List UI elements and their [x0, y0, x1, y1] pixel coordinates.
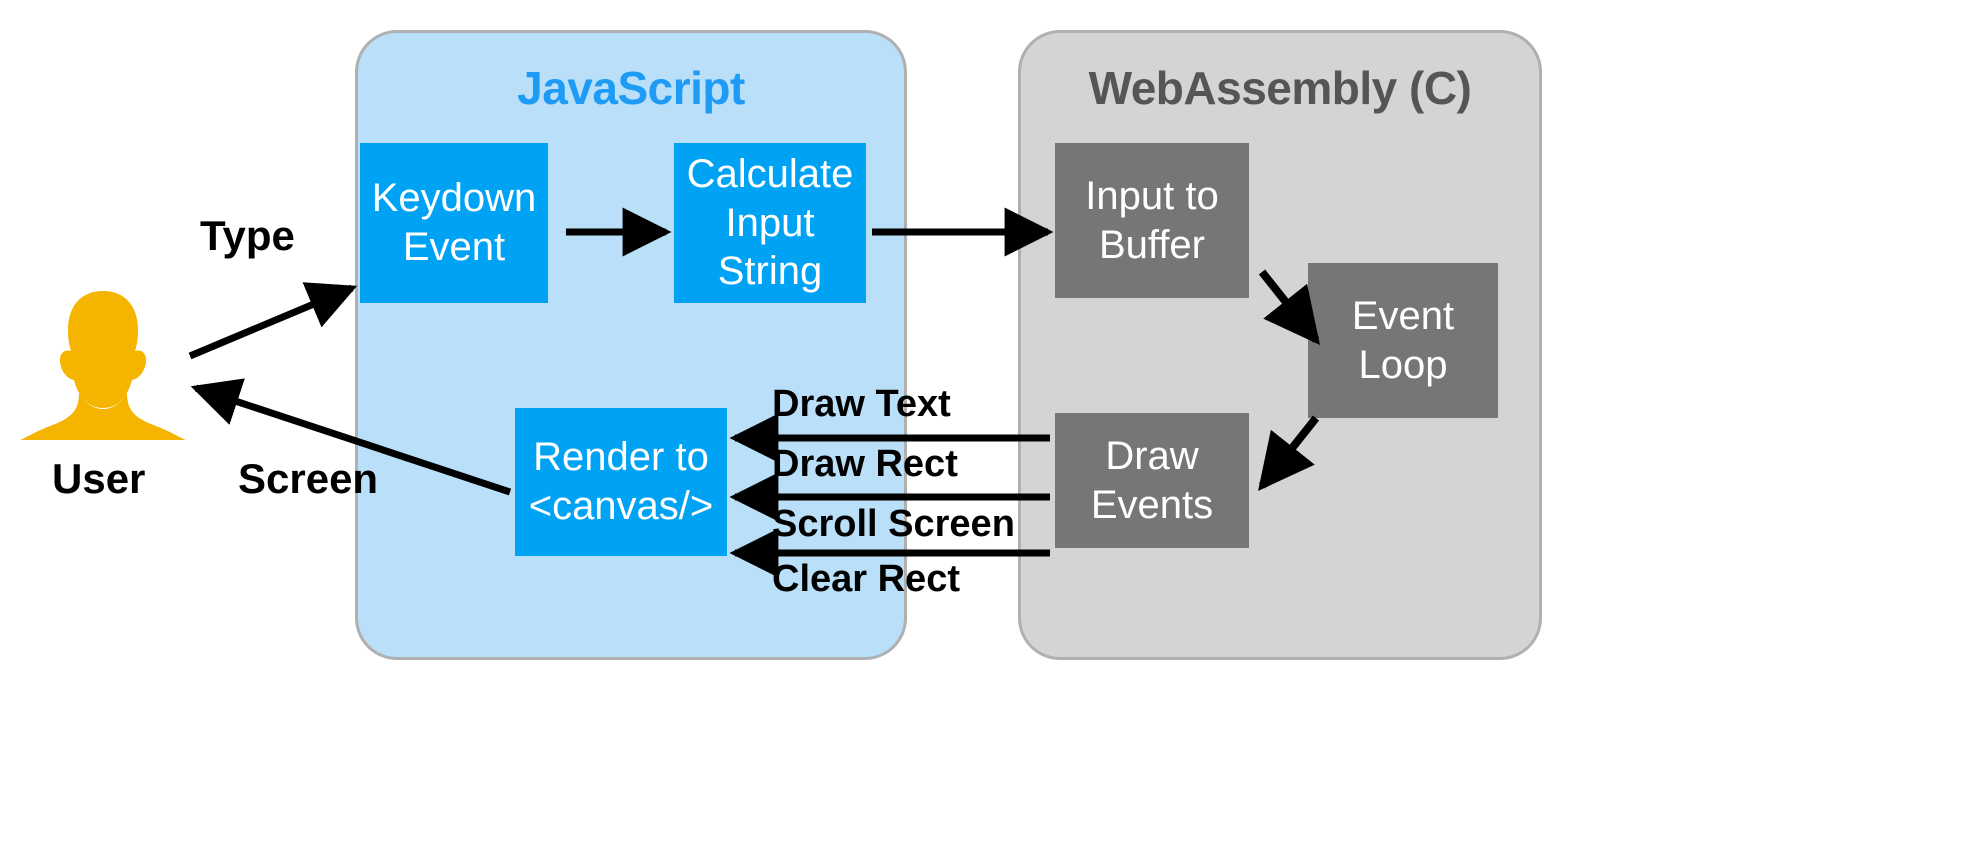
panel-webassembly-title: WebAssembly (C): [1088, 62, 1472, 114]
node-calculate-line3: String: [717, 249, 823, 294]
panel-javascript-title: JavaScript: [517, 62, 745, 114]
edge-user-to-keydown: [188, 282, 358, 360]
node-event-loop[interactable]: Event Loop: [1308, 263, 1498, 418]
node-eventloop-line1: Event: [1351, 293, 1455, 338]
node-render-line2: <canvas/>: [528, 484, 714, 528]
node-draw-events[interactable]: Draw Events: [1055, 413, 1249, 548]
node-render-line1: Render to: [533, 435, 709, 480]
node-calculate-line2: Input: [725, 200, 815, 245]
node-calculate-input-string[interactable]: Calculate Input String: [674, 143, 866, 303]
node-drawevents-line2: Events: [1090, 482, 1214, 527]
node-eventloop-line2: Loop: [1358, 342, 1448, 387]
edge-label-draw-rect: Draw Rect: [772, 443, 958, 485]
node-inputbuf-line1: Input to: [1085, 173, 1219, 218]
edge-label-type: Type: [200, 212, 295, 259]
edge-label-scroll-screen: Scroll Screen: [772, 503, 1015, 545]
edge-label-screen: Screen: [238, 455, 379, 502]
edge-label-clear-rect: Clear Rect: [772, 558, 960, 600]
node-keydown-line2: Event: [402, 225, 506, 269]
edge-label-draw-text: Draw Text: [772, 383, 951, 425]
user-avatar-icon: [20, 291, 186, 440]
actor-label-user: User: [52, 455, 146, 502]
node-drawevents-line1: Draw: [1105, 433, 1199, 478]
node-keydown-line1: Keydown: [371, 176, 537, 221]
node-render-to-canvas[interactable]: Render to <canvas/>: [515, 408, 727, 556]
node-inputbuf-line2: Buffer: [1099, 222, 1205, 267]
node-calculate-line1: Calculate: [686, 151, 854, 196]
node-input-to-buffer[interactable]: Input to Buffer: [1055, 143, 1249, 298]
node-keydown-event[interactable]: Keydown Event: [360, 143, 548, 303]
